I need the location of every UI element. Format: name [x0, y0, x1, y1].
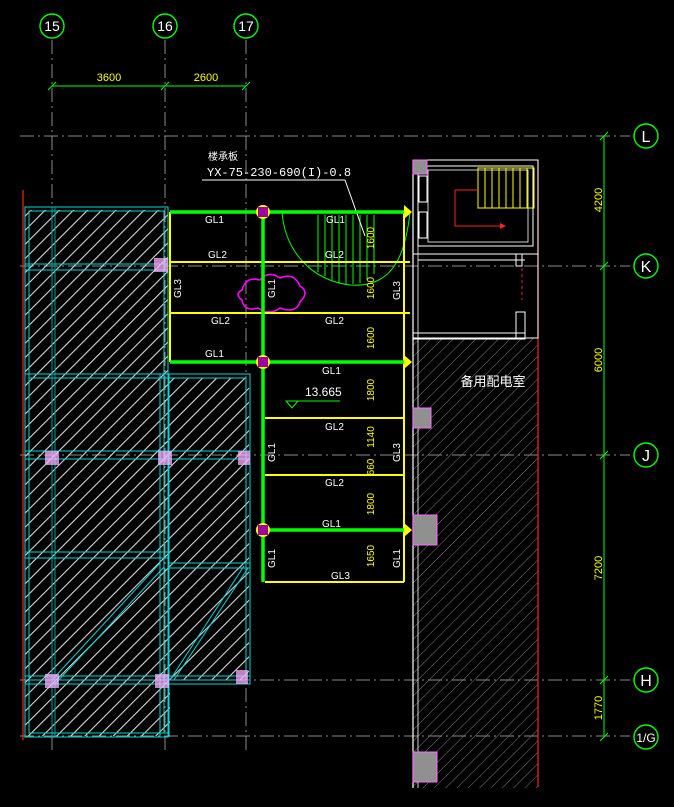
- right-column-nodes: [412, 159, 438, 783]
- steel-column-nodes: [256, 205, 412, 537]
- beam-label-gl1: GL1: [322, 519, 341, 530]
- axis-label-16: 16: [157, 18, 173, 34]
- beam-label-gl1: GL1: [205, 349, 224, 360]
- span-1600: 1600: [366, 276, 377, 299]
- beam-label-gl2: GL2: [211, 316, 230, 327]
- dim-7200: 7200: [593, 556, 605, 580]
- axis-label-L: L: [642, 129, 651, 146]
- left-column-nodes: [45, 258, 250, 688]
- dim-2600: 2600: [194, 72, 218, 84]
- beam-label-gl2: GL2: [325, 316, 344, 327]
- left-hatched-area: [25, 210, 249, 736]
- span-1140: 1140: [366, 426, 377, 448]
- slab-note-title: 楼承板: [208, 150, 238, 163]
- beam-label-gl1: GL1: [392, 549, 403, 568]
- green-main-beams: [170, 210, 410, 582]
- span-1800: 1800: [366, 492, 377, 515]
- dim-3600: 3600: [97, 72, 121, 84]
- beam-label-gl2: GL2: [325, 250, 344, 261]
- elevation-label: 13.665: [305, 385, 342, 399]
- axis-bubble-15: 15: [39, 13, 65, 39]
- beam-label-gl1: GL1: [267, 279, 278, 298]
- beam-label-gl2: GL2: [208, 250, 227, 261]
- elevation-marker: [284, 400, 340, 409]
- revision-cloud: [237, 273, 306, 313]
- span-660: 660: [366, 458, 377, 475]
- axis-label-J: J: [642, 448, 650, 465]
- beam-label-gl1: GL1: [267, 549, 278, 568]
- axis-label-H: H: [640, 673, 652, 690]
- beam-label-gl2: GL2: [325, 422, 344, 433]
- stair-slab: [281, 211, 411, 286]
- beam-label-gl2: GL2: [325, 478, 344, 489]
- right-axis-bubbles: [633, 123, 659, 750]
- span-1650: 1650: [366, 544, 377, 567]
- slab-note-leader: [202, 179, 366, 237]
- beam-label-gl3: GL3: [173, 279, 184, 298]
- axis-label-1-G: 1/G: [636, 731, 655, 745]
- left-structure-outline: [24, 206, 251, 738]
- dim-1770: 1770: [593, 696, 605, 720]
- beam-label-gl3: GL3: [392, 281, 403, 300]
- dim-6000: 6000: [593, 348, 605, 372]
- axis-label-K: K: [641, 259, 652, 276]
- slab-note-spec: YX-75-230-690(I)-0.8: [207, 166, 351, 180]
- beam-label-gl1: GL1: [205, 215, 224, 226]
- beam-label-gl3: GL3: [392, 443, 403, 462]
- right-building: [412, 159, 539, 788]
- yellow-secondary-beams: [169, 212, 410, 583]
- span-1600: 1600: [366, 226, 377, 249]
- span-1600: 1600: [366, 326, 377, 349]
- beam-label-gl1: GL1: [326, 215, 345, 226]
- beam-label-gl1: GL1: [322, 366, 341, 377]
- top-dimension-line: [47, 81, 251, 91]
- room-label: 备用配电室: [460, 374, 525, 389]
- span-1800: 1800: [366, 378, 377, 401]
- axis-label-17: 17: [238, 18, 254, 34]
- axis-bubble-17: 17: [233, 13, 259, 39]
- beam-label-gl1: GL1: [267, 443, 278, 462]
- axis-label-15: 15: [44, 18, 60, 34]
- axis-bubble-16: 16: [152, 13, 178, 39]
- right-dimension-line: [599, 131, 609, 742]
- dim-4200: 4200: [593, 188, 605, 212]
- beam-label-gl3: GL3: [331, 571, 350, 582]
